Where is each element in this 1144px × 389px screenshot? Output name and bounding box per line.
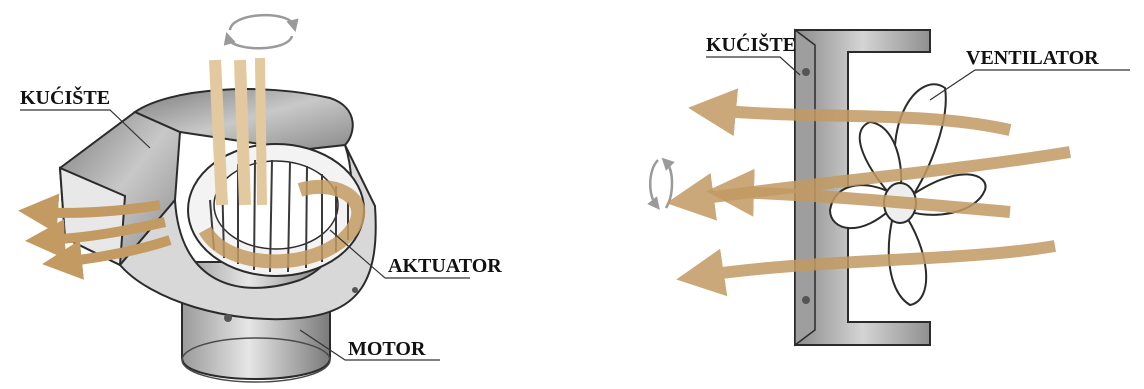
rotation-arrows-icon [223, 14, 299, 50]
label-housing-left: KUĆIŠTE [20, 85, 110, 109]
label-actuator: AKTUATOR [388, 255, 502, 277]
label-motor: MOTOR [348, 338, 426, 360]
airflow-arrows [18, 57, 366, 280]
label-fan: VENTILATOR [966, 47, 1099, 69]
leader-lines-right [706, 56, 1130, 101]
rotation-arrows-icon-right [647, 157, 675, 210]
leader-lines-left [20, 109, 470, 361]
centrifugal-blower: KUĆIŠTE AKTUATOR MOTOR [18, 14, 502, 383]
axial-fan: KUĆIŠTE VENTILATOR [647, 28, 1130, 347]
airflow-arrows-right [666, 88, 1071, 297]
label-housing-right: KUĆIŠTE [706, 32, 796, 56]
